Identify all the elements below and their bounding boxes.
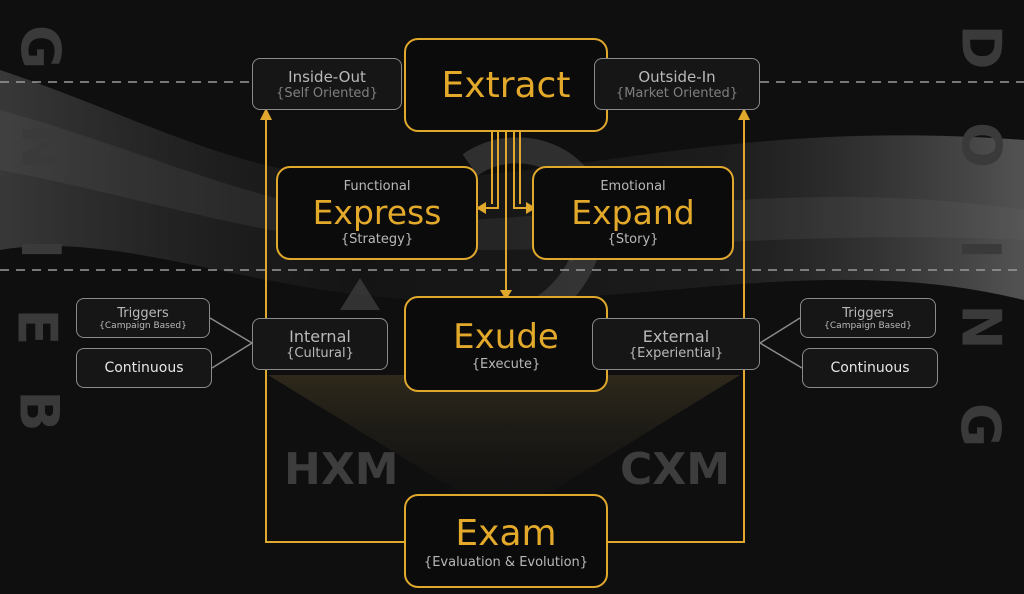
left-continuous-title: Continuous — [104, 360, 184, 376]
right-triggers-title: Triggers — [842, 305, 894, 321]
hxm-label: HXM — [284, 444, 399, 495]
exude-node: Exude {Execute} — [404, 296, 608, 392]
left-triggers-subtitle: {Campaign Based} — [99, 320, 187, 331]
being-letter: B — [7, 390, 71, 432]
internal-subtitle: {Cultural} — [286, 346, 354, 361]
expand-label: Emotional — [600, 179, 666, 194]
express-title: Express — [312, 193, 442, 232]
being-letter: I — [9, 238, 73, 260]
external-node: External {Experiential} — [592, 318, 760, 370]
internal-title: Internal — [289, 327, 351, 346]
exam-node: Exam {Evaluation & Evolution} — [404, 494, 608, 588]
left-triggers-title: Triggers — [117, 305, 169, 321]
being-letter: E — [5, 308, 69, 346]
external-subtitle: {Experiential} — [628, 346, 724, 361]
left-continuous-node: Continuous — [76, 348, 212, 388]
doing-letter: I — [949, 238, 1013, 260]
being-letter: G — [9, 24, 73, 70]
exude-title: Exude — [453, 316, 559, 357]
right-continuous-title: Continuous — [830, 360, 910, 376]
expand-title: Expand — [571, 193, 695, 232]
expand-subtitle: {Story} — [607, 232, 659, 247]
exam-subtitle: {Evaluation & Evolution} — [423, 554, 589, 570]
outside-in-node: Outside-In {Market Oriented} — [594, 58, 760, 110]
inside-out-title: Inside-Out — [288, 67, 366, 86]
exude-subtitle: {Execute} — [471, 356, 541, 372]
express-label: Functional — [343, 179, 411, 194]
internal-node: Internal {Cultural} — [252, 318, 388, 370]
cxm-label: CXM — [620, 444, 730, 495]
right-continuous-node: Continuous — [802, 348, 938, 388]
right-triggers-node: Triggers {Campaign Based} — [800, 298, 936, 338]
express-node: Functional Express {Strategy} — [276, 166, 478, 260]
extract-node: Extract — [404, 38, 608, 132]
doing-letter: N — [949, 304, 1013, 350]
external-title: External — [642, 327, 710, 346]
left-triggers-node: Triggers {Campaign Based} — [76, 298, 210, 338]
doing-letter: D — [949, 24, 1013, 70]
exam-title: Exam — [455, 512, 557, 554]
express-subtitle: {Strategy} — [340, 232, 414, 247]
being-letter: N — [9, 124, 73, 170]
doing-letter: G — [949, 402, 1013, 448]
inside-out-node: Inside-Out {Self Oriented} — [252, 58, 402, 110]
extract-title: Extract — [441, 64, 571, 106]
outside-in-title: Outside-In — [638, 67, 716, 86]
inside-out-subtitle: {Self Oriented} — [276, 85, 378, 101]
right-triggers-subtitle: {Campaign Based} — [824, 320, 912, 331]
expand-node: Emotional Expand {Story} — [532, 166, 734, 260]
outside-in-subtitle: {Market Oriented} — [615, 85, 739, 101]
doing-letter: O — [949, 122, 1013, 168]
